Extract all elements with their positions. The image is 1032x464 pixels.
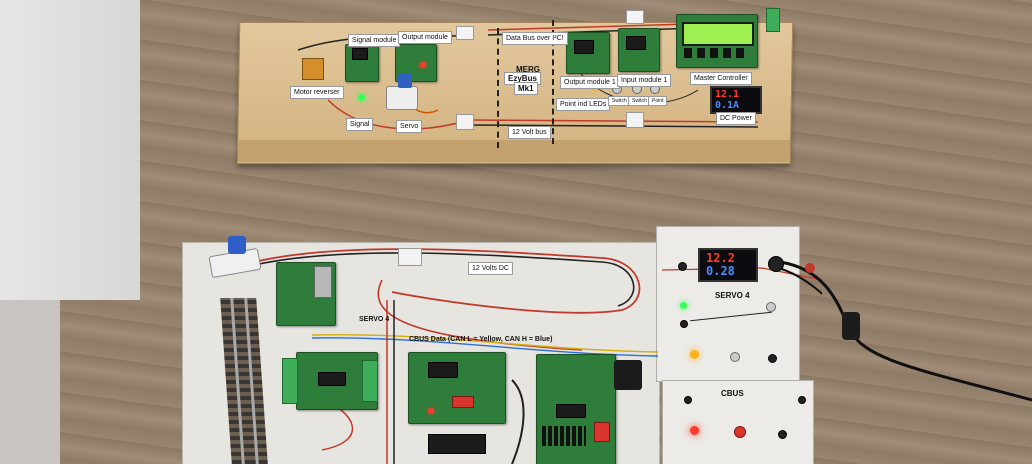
cbus-socket-right (798, 396, 806, 404)
label-servo-rail: SERVO 4 (359, 316, 390, 323)
bus-connector-top-4 (626, 112, 644, 128)
bus-connector-bottom (398, 248, 422, 266)
cbus-module-1-chip (318, 372, 346, 386)
label-switch-3: Point (648, 96, 668, 106)
label-12-volt-bus: 12 Volt bus (508, 126, 551, 139)
dc-voltage-readout: 12.1 (715, 89, 740, 100)
label-cbus-panel: CBUS (721, 389, 744, 398)
label-dc-power: DC Power (716, 112, 756, 125)
cbus-module-3-dip (594, 422, 610, 442)
label-input-module-1: Input module 1 (617, 74, 672, 87)
signal-led (358, 94, 365, 101)
master-controller-buttons (684, 48, 748, 58)
cbus-socket-bottom (778, 430, 787, 439)
bottom-servo-motor (228, 236, 246, 254)
master-power-terminal (766, 8, 780, 32)
cbus-socket-left (684, 396, 692, 404)
cbus-connector-plug (614, 360, 642, 390)
divider-right (552, 20, 554, 144)
output-module-1-chip (574, 40, 594, 54)
servo-toggle[interactable] (730, 352, 740, 362)
top-board-front-edge (238, 140, 790, 162)
panel-power-socket[interactable] (768, 256, 784, 272)
servo-switch-2[interactable] (766, 302, 776, 312)
cbus-red-button[interactable] (734, 426, 746, 438)
servo-panel-display: 12.2 0.28 (698, 248, 758, 282)
cbus-red-led (690, 426, 699, 435)
label-12-volts-dc: 12 Volts DC (468, 262, 513, 275)
motor-reverser-relay (302, 58, 324, 80)
servo-motor (398, 74, 412, 88)
label-motor-reverser: Motor reverser (290, 86, 344, 99)
bus-connector-top-3 (626, 10, 644, 24)
panel-socket-left (678, 262, 687, 271)
master-controller-lcd (682, 22, 754, 46)
label-output-module-1: Output module 1 (560, 76, 620, 89)
output-module-led (420, 62, 426, 68)
servo-socket (768, 354, 777, 363)
cbus-module-2-chip (428, 362, 458, 378)
label-data-bus: Data Bus over I²C! (502, 32, 568, 45)
label-mk1: Mk1 (514, 82, 538, 95)
bottom-wiring (241, 248, 822, 464)
cabinet-gap (0, 300, 60, 464)
servo-amber-led (690, 350, 699, 359)
cbus-module-1-terminals (282, 358, 298, 404)
dc-power-display: 12.1 0.1A (710, 86, 762, 114)
label-output-module: Output module (398, 31, 452, 44)
input-module-1-pcb (618, 28, 660, 72)
label-cbus-data: CBUS Data (CAN L = Yellow, CAN H = Blue) (409, 336, 553, 343)
servo-switch-1[interactable] (680, 320, 688, 328)
control-panel-lower (662, 380, 814, 464)
label-servo: Servo (396, 120, 423, 133)
label-master-controller: Master Controller (690, 72, 752, 85)
input-module-1-chip (626, 36, 646, 50)
servo-panel-voltage: 12.2 (706, 251, 735, 265)
signal-module-chip (352, 48, 368, 60)
cbus-module-2-dip (452, 396, 474, 408)
label-signal-module: Signal module (348, 34, 401, 47)
servo-green-led (680, 302, 687, 309)
white-cabinet (0, 0, 140, 300)
servo-panel-current: 0.28 (706, 264, 735, 278)
power-cable (779, 260, 1032, 402)
servo-unit (386, 86, 418, 110)
divider-left (497, 28, 499, 148)
cbus-module-2-led (428, 408, 434, 414)
label-signal: Signal (346, 118, 374, 131)
cbus-module-2-connector (428, 434, 486, 454)
label-merg: MERG (516, 65, 540, 74)
bus-connector-top-2 (456, 114, 474, 130)
cbus-module-1-terminals-right (362, 360, 378, 402)
cbus-module-3-chip (556, 404, 586, 418)
bus-connector-top-1 (456, 26, 474, 40)
servo-driver-dsub (314, 266, 332, 298)
label-point-ind-leds: Point ind LEDs (556, 98, 611, 111)
label-servo-panel: SERVO 4 (715, 291, 750, 300)
cbus-module-3-header (542, 426, 586, 446)
dc-current-readout: 0.1A (715, 100, 740, 111)
